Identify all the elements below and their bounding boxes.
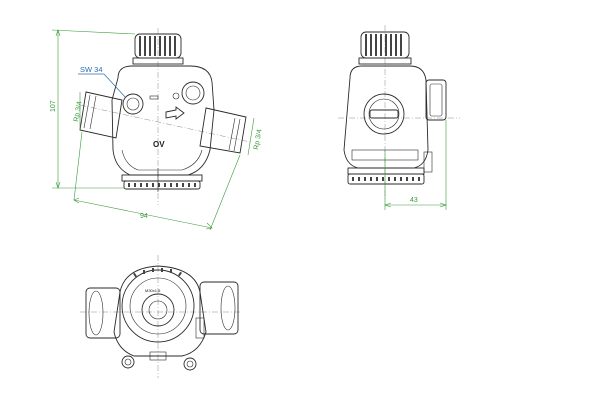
- front-valve-body: [79, 65, 247, 192]
- dim-length-value: 94: [140, 213, 148, 220]
- outlet-thread-label: Rp 3/4: [253, 129, 263, 151]
- side-valve-body: [343, 65, 447, 185]
- side-view: 43: [338, 25, 460, 210]
- bottom-valve-body: M30x1.5: [85, 265, 239, 371]
- inlet-thread-label: Rp 3/4: [73, 101, 83, 123]
- front-handwheel: [132, 33, 184, 65]
- dim-height-value: 107: [50, 100, 57, 112]
- bottom-view: M30x1.5: [80, 255, 242, 378]
- dimension-depth: 43: [384, 120, 447, 210]
- dimension-outlet-thread: Rp 3/4: [247, 117, 264, 156]
- dimension-height: 107: [50, 29, 136, 189]
- ov-marking: OV: [153, 140, 165, 149]
- wrench-size-label: SW 34: [80, 65, 103, 74]
- dim-depth-value: 43: [410, 197, 418, 204]
- dimension-length: 94: [73, 131, 241, 231]
- wrench-size-callout: SW 34: [78, 65, 127, 99]
- front-view: OV SW 34 107 Rp 3/4 Rp 3/4: [50, 28, 264, 231]
- flow-arrow-icon: [165, 106, 185, 120]
- dimension-inlet-thread: Rp 3/4: [73, 92, 84, 130]
- cap-marking: M30x1.5: [145, 288, 161, 293]
- side-handwheel: [358, 31, 412, 65]
